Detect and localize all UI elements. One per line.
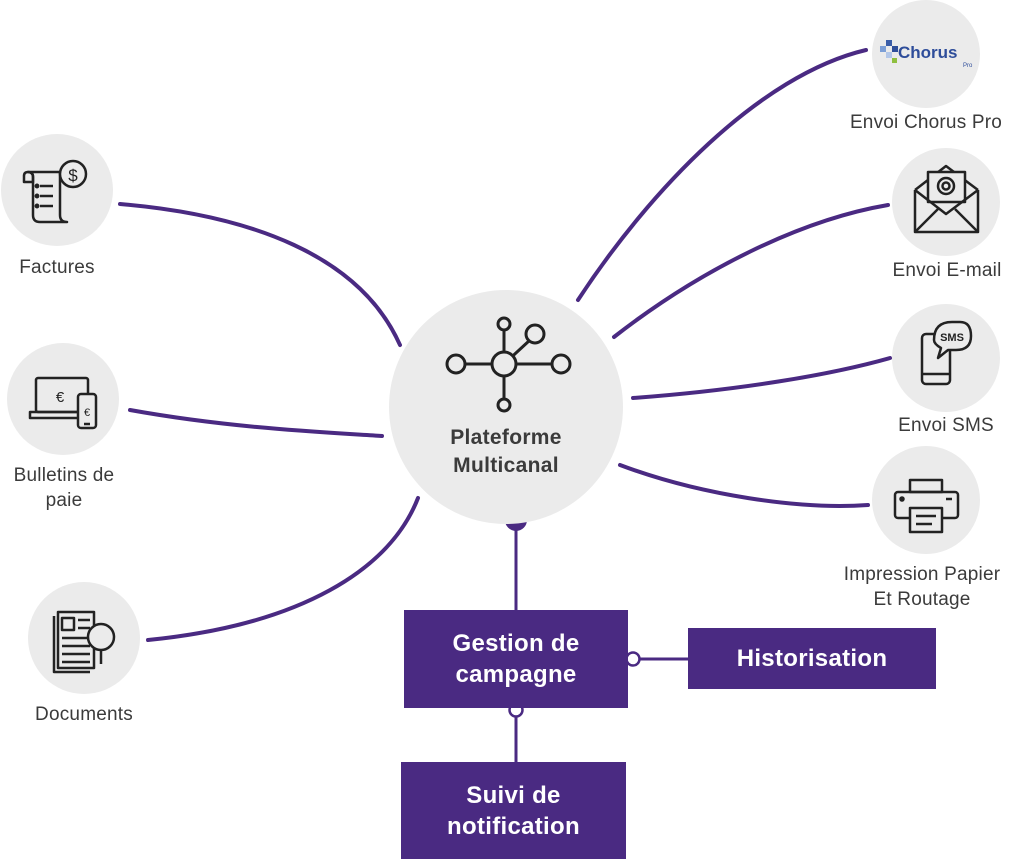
box-suivi-line1: Suivi de xyxy=(466,781,561,809)
connector-chorus xyxy=(576,48,868,302)
label-print-line2: Et Routage xyxy=(873,589,971,610)
connector-factures xyxy=(118,202,402,347)
document-search-icon xyxy=(52,610,116,674)
box-historisation-label: Historisation xyxy=(736,645,888,672)
printer-icon xyxy=(893,478,960,534)
svg-text:Pro: Pro xyxy=(963,63,973,69)
connector-sms xyxy=(631,356,892,400)
label-print-line1: Impression Papier xyxy=(843,564,1001,585)
chorus-circle xyxy=(872,0,980,108)
euro-symbol-laptop: € xyxy=(56,389,65,406)
box-gestion-line1: Gestion de xyxy=(452,630,580,657)
print-circle xyxy=(872,446,980,554)
hub-title: Plateforme Multicanal xyxy=(416,424,596,480)
network-hub-icon xyxy=(445,316,572,413)
label-sms: Envoi SMS xyxy=(898,415,994,436)
factures-circle xyxy=(1,134,113,246)
invoice-icon xyxy=(22,159,88,224)
box-suivi-line2: notification xyxy=(447,812,580,840)
box-gestion-line2: campagne xyxy=(455,661,577,688)
historisation-joint-dot xyxy=(625,651,641,667)
hub-title-line2: Multicanal xyxy=(453,454,559,477)
label-email: Envoi E-mail xyxy=(892,260,1002,281)
svg-text:Chorus: Chorus xyxy=(898,43,958,62)
box-suivi-notification: Suivi de notification xyxy=(401,762,626,859)
chorus-pro-logo: Chorus Pro xyxy=(880,40,973,69)
payslip-laptop-icon xyxy=(28,376,98,430)
label-chorus: Envoi Chorus Pro xyxy=(849,112,1003,133)
sms-circle xyxy=(892,304,1000,412)
label-print: Impression Papier Et Routage xyxy=(820,562,1024,612)
label-factures: Factures xyxy=(19,257,95,278)
label-bulletins-line1: Bulletins de xyxy=(13,465,115,486)
dollar-symbol: $ xyxy=(68,166,78,185)
connector-documents xyxy=(146,496,420,642)
email-envelope-icon xyxy=(913,164,980,234)
sms-phone-icon xyxy=(920,320,973,386)
euro-symbol-phone: € xyxy=(84,407,90,419)
box-historisation: Historisation xyxy=(688,628,936,689)
hub-title-line1: Plateforme xyxy=(450,426,562,449)
box-gestion-campagne: Gestion de campagne xyxy=(404,610,628,708)
connector-bulletins xyxy=(128,408,384,438)
label-bulletins-line2: paie xyxy=(45,490,83,511)
label-documents: Documents xyxy=(35,704,133,725)
connector-print xyxy=(618,463,870,508)
sms-bubble-text: SMS xyxy=(940,332,964,344)
connector-email xyxy=(612,203,890,339)
label-bulletins: Bulletins de paie xyxy=(0,463,128,513)
